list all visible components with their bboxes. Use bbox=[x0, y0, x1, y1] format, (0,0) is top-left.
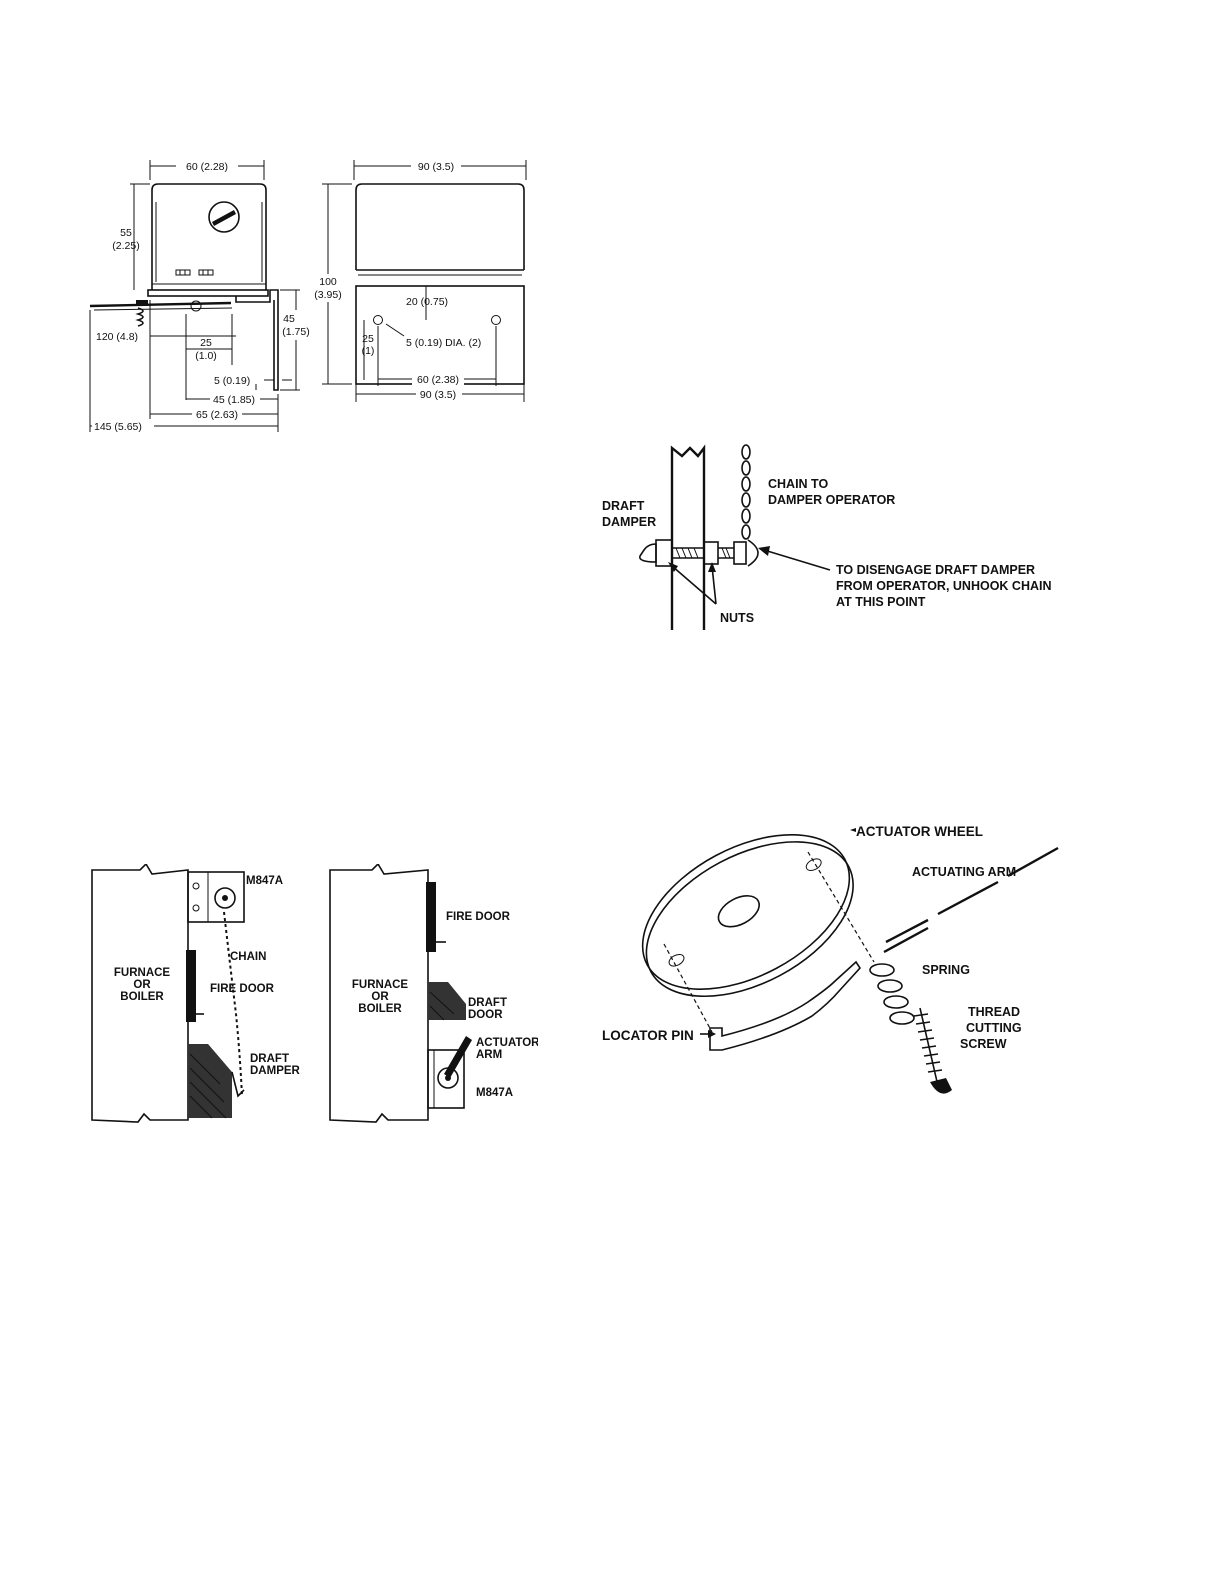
draft-damper-label-line2: DAMPER bbox=[602, 515, 656, 529]
furnace-label-line1: FURNACE bbox=[352, 979, 409, 991]
disengage-note-line1: TO DISENGAGE DRAFT DAMPER bbox=[836, 563, 1035, 577]
furnace-label-line1: FURNACE bbox=[114, 967, 171, 979]
dim-front-width: 60 (2.28) bbox=[186, 161, 228, 173]
chain-label-line2: DAMPER OPERATOR bbox=[768, 493, 895, 507]
dim-arm-length: 120 (4.8) bbox=[96, 331, 138, 343]
disengage-note-line2: FROM OPERATOR, UNHOOK CHAIN bbox=[836, 579, 1052, 593]
screw-label-line1: THREAD bbox=[968, 1005, 1020, 1019]
front-view: 60 (2.28) 55 (2.25) 45 bbox=[89, 159, 312, 433]
dim-side-height-a: 100 bbox=[319, 276, 337, 288]
actuator-arm-label-line1: ACTUATOR bbox=[476, 1037, 538, 1049]
furnace-label-line2: OR bbox=[133, 979, 151, 991]
locator-pin-label: LOCATOR PIN bbox=[602, 1028, 694, 1043]
dim-front-height-b: (2.25) bbox=[112, 240, 139, 252]
draft-door-label-line2: DOOR bbox=[468, 1009, 503, 1021]
actuator-arm-label-line2: ARM bbox=[476, 1049, 502, 1061]
furnace-label-line3: BOILER bbox=[358, 1003, 402, 1015]
dim-bracket-height-b: (1.75) bbox=[282, 326, 309, 338]
installation-arm-drawing: FURNACE OR BOILER FIRE DOOR DRAFT DOOR A… bbox=[329, 864, 538, 1123]
dim-side-height-b: (3.95) bbox=[314, 289, 341, 301]
dim-overall-length: 145 (5.65) bbox=[94, 421, 142, 433]
dim-hole-top: 20 (0.75) bbox=[406, 296, 448, 308]
installation-chain-drawing: FURNACE OR BOILER M847A CHAIN FIRE DOOR … bbox=[91, 864, 301, 1123]
spring-label: SPRING bbox=[922, 963, 970, 977]
dim-side-width: 90 (3.5) bbox=[418, 161, 454, 173]
side-view: 90 (3.5) 100 (3.95) 20 (0.75) 5 (0.19) D… bbox=[308, 159, 527, 402]
dim-hole-dia: 5 (0.19) DIA. (2) bbox=[406, 337, 481, 349]
actuator-wheel-label: ACTUATOR WHEEL bbox=[856, 824, 983, 839]
screw-label-line3: SCREW bbox=[960, 1037, 1007, 1051]
nuts-label: NUTS bbox=[720, 611, 754, 625]
dim-arm-offset-a: 25 bbox=[200, 337, 212, 349]
dim-hole-side-b: (1) bbox=[362, 345, 375, 357]
fire-door-label: FIRE DOOR bbox=[210, 983, 275, 995]
m847a-label: M847A bbox=[476, 1087, 513, 1099]
m847a-label: M847A bbox=[246, 875, 283, 887]
draft-door-label-line1: DRAFT bbox=[468, 997, 507, 1009]
draft-damper-label-line2: DAMPER bbox=[250, 1065, 301, 1077]
dim-front-height-a: 55 bbox=[120, 227, 132, 239]
dim-bracket-width: 65 (2.63) bbox=[196, 409, 238, 421]
furnace-label-line2: OR bbox=[371, 991, 389, 1003]
disengage-note-line3: AT THIS POINT bbox=[836, 595, 926, 609]
chain-label: CHAIN bbox=[230, 951, 266, 963]
actuating-arm-label: ACTUATING ARM bbox=[912, 865, 1016, 879]
draft-damper-label-line1: DRAFT bbox=[250, 1053, 289, 1065]
dim-hole-spacing: 60 (2.38) bbox=[417, 374, 459, 386]
dim-bracket-height-a: 45 bbox=[283, 313, 295, 325]
dim-bracket-depth: 45 (1.85) bbox=[213, 394, 255, 406]
dimension-drawing: 60 (2.28) 55 (2.25) 45 bbox=[89, 159, 527, 433]
actuator-wheel-drawing: ACTUATOR WHEEL ACTUATING ARM SPRING THRE… bbox=[602, 824, 1059, 1094]
fire-door-label: FIRE DOOR bbox=[446, 911, 511, 923]
dim-base-width: 90 (3.5) bbox=[420, 389, 456, 401]
dim-arm-offset-b: (1.0) bbox=[195, 350, 217, 362]
dim-bracket-gap: 5 (0.19) bbox=[214, 375, 250, 387]
chain-label-line1: CHAIN TO bbox=[768, 477, 828, 491]
furnace-label-line3: BOILER bbox=[120, 991, 164, 1003]
screw-label-line2: CUTTING bbox=[966, 1021, 1022, 1035]
draft-damper-label-line1: DRAFT bbox=[602, 499, 645, 513]
dim-hole-side-a: 25 bbox=[362, 333, 374, 345]
chain-damper-drawing: CHAIN TO DAMPER OPERATOR DRAFT DAMPER NU… bbox=[602, 444, 1052, 630]
